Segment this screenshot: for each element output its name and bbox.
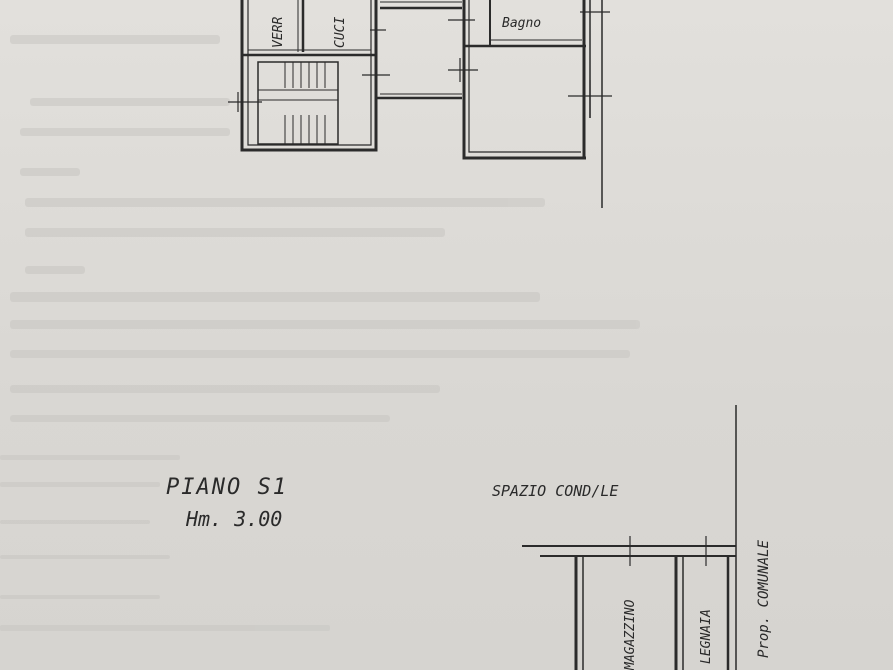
room-label-bagno: Bagno bbox=[502, 16, 541, 31]
room-label-cuc: CUCI bbox=[333, 17, 348, 48]
faded-background-text bbox=[0, 35, 640, 631]
room-label-verr: VERR bbox=[271, 17, 286, 48]
height-label: Hm. 3.00 bbox=[185, 507, 282, 531]
upper-plan: VERR CUCI Bagno bbox=[228, 0, 612, 208]
floor-label: PIANO S1 bbox=[166, 475, 288, 500]
proprieta-comunale-label: Prop. COMUNALE bbox=[756, 539, 772, 658]
room-label-magazzino: MAGAZZINO bbox=[623, 599, 638, 670]
room-label-legnaia: LEGNAIA bbox=[699, 609, 714, 664]
spazio-condominiale-label: SPAZIO COND/LE bbox=[492, 482, 618, 500]
lower-plan: SPAZIO COND/LE Prop. COMUNALE MAGAZZINO … bbox=[492, 405, 772, 670]
